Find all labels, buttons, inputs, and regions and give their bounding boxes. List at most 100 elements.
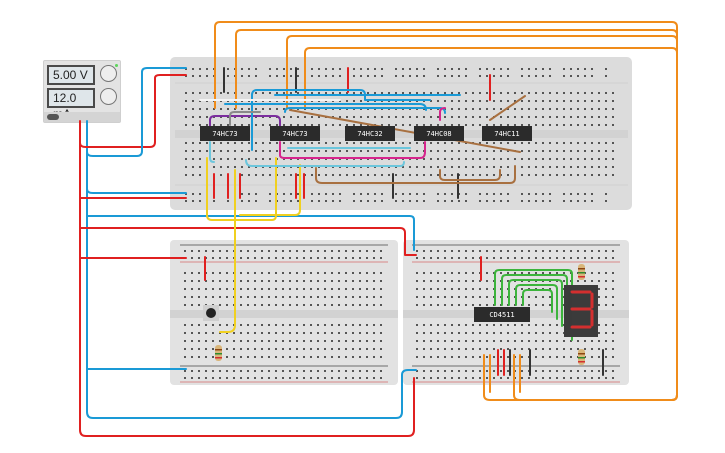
breadboard-hole[interactable]: [269, 150, 271, 152]
breadboard-hole[interactable]: [296, 377, 298, 379]
breadboard-hole[interactable]: [353, 68, 355, 70]
breadboard-hole[interactable]: [290, 116, 292, 118]
breadboard-hole[interactable]: [303, 324, 305, 326]
breadboard-hole[interactable]: [282, 356, 284, 358]
breadboard-hole[interactable]: [549, 332, 551, 334]
breadboard-hole[interactable]: [486, 288, 488, 290]
breadboard-hole[interactable]: [472, 174, 474, 176]
breadboard-hole[interactable]: [451, 92, 453, 94]
breadboard-hole[interactable]: [458, 304, 460, 306]
breadboard-hole[interactable]: [227, 108, 229, 110]
breadboard-hole[interactable]: [493, 108, 495, 110]
breadboard-hole[interactable]: [437, 324, 439, 326]
breadboard-hole[interactable]: [423, 75, 425, 77]
breadboard-hole[interactable]: [612, 174, 614, 176]
breadboard-hole[interactable]: [507, 142, 509, 144]
breadboard-hole[interactable]: [261, 340, 263, 342]
breadboard-hole[interactable]: [444, 174, 446, 176]
breadboard-hole[interactable]: [444, 124, 446, 126]
breadboard-hole[interactable]: [521, 150, 523, 152]
breadboard-hole[interactable]: [185, 124, 187, 126]
breadboard-hole[interactable]: [612, 332, 614, 334]
breadboard-hole[interactable]: [373, 377, 375, 379]
breadboard-hole[interactable]: [275, 356, 277, 358]
breadboard-hole[interactable]: [570, 257, 572, 259]
breadboard-hole[interactable]: [198, 377, 200, 379]
breadboard-hole[interactable]: [465, 150, 467, 152]
breadboard-hole[interactable]: [310, 304, 312, 306]
breadboard-hole[interactable]: [324, 356, 326, 358]
breadboard-hole[interactable]: [206, 124, 208, 126]
breadboard-hole[interactable]: [416, 288, 418, 290]
breadboard-hole[interactable]: [556, 174, 558, 176]
breadboard-hole[interactable]: [374, 75, 376, 77]
breadboard-hole[interactable]: [234, 150, 236, 152]
breadboard-hole[interactable]: [584, 150, 586, 152]
breadboard-hole[interactable]: [226, 370, 228, 372]
breadboard-hole[interactable]: [269, 108, 271, 110]
breadboard-hole[interactable]: [472, 250, 474, 252]
breadboard-hole[interactable]: [493, 324, 495, 326]
breadboard-hole[interactable]: [338, 288, 340, 290]
breadboard-hole[interactable]: [283, 174, 285, 176]
breadboard-hole[interactable]: [542, 332, 544, 334]
breadboard-hole[interactable]: [359, 250, 361, 252]
breadboard-hole[interactable]: [331, 332, 333, 334]
breadboard-hole[interactable]: [542, 108, 544, 110]
breadboard-hole[interactable]: [331, 356, 333, 358]
breadboard-hole[interactable]: [479, 100, 481, 102]
breadboard-hole[interactable]: [359, 332, 361, 334]
breadboard-hole[interactable]: [184, 340, 186, 342]
breadboard-hole[interactable]: [317, 348, 319, 350]
breadboard-hole[interactable]: [577, 193, 579, 195]
breadboard-hole[interactable]: [219, 296, 221, 298]
breadboard-hole[interactable]: [535, 370, 537, 372]
breadboard-hole[interactable]: [451, 296, 453, 298]
breadboard-hole[interactable]: [240, 250, 242, 252]
breadboard-hole[interactable]: [219, 370, 221, 372]
breadboard-hole[interactable]: [598, 142, 600, 144]
breadboard-hole[interactable]: [451, 340, 453, 342]
breadboard-hole[interactable]: [528, 124, 530, 126]
blue-wire[interactable]: [251, 89, 431, 151]
breadboard-hole[interactable]: [486, 108, 488, 110]
breadboard-hole[interactable]: [465, 108, 467, 110]
breadboard-hole[interactable]: [261, 304, 263, 306]
breadboard-hole[interactable]: [500, 356, 502, 358]
breadboard-hole[interactable]: [451, 272, 453, 274]
breadboard-hole[interactable]: [528, 75, 530, 77]
breadboard-hole[interactable]: [275, 324, 277, 326]
breadboard-hole[interactable]: [451, 75, 453, 77]
breadboard-hole[interactable]: [255, 150, 257, 152]
breadboard-hole[interactable]: [317, 272, 319, 274]
breadboard-hole[interactable]: [261, 288, 263, 290]
breadboard-hole[interactable]: [514, 257, 516, 259]
breadboard-hole[interactable]: [500, 108, 502, 110]
breadboard-hole[interactable]: [226, 356, 228, 358]
breadboard-hole[interactable]: [458, 100, 460, 102]
breadboard-hole[interactable]: [268, 272, 270, 274]
breadboard-hole[interactable]: [338, 280, 340, 282]
breadboard-hole[interactable]: [311, 75, 313, 77]
breadboard-hole[interactable]: [241, 200, 243, 202]
breadboard-hole[interactable]: [507, 158, 509, 160]
breadboard-hole[interactable]: [577, 200, 579, 202]
breadboard-hole[interactable]: [325, 124, 327, 126]
breadboard-hole[interactable]: [570, 200, 572, 202]
breadboard-hole[interactable]: [191, 356, 193, 358]
breadboard-hole[interactable]: [374, 116, 376, 118]
breadboard-hole[interactable]: [303, 250, 305, 252]
breadboard-hole[interactable]: [584, 166, 586, 168]
breadboard-hole[interactable]: [451, 332, 453, 334]
breadboard-hole[interactable]: [472, 348, 474, 350]
breadboard-hole[interactable]: [268, 296, 270, 298]
breadboard-hole[interactable]: [212, 250, 214, 252]
breadboard-hole[interactable]: [479, 304, 481, 306]
breadboard-hole[interactable]: [192, 193, 194, 195]
breadboard-hole[interactable]: [409, 150, 411, 152]
breadboard-hole[interactable]: [332, 200, 334, 202]
breadboard-hole[interactable]: [219, 257, 221, 259]
breadboard-hole[interactable]: [465, 124, 467, 126]
breadboard-hole[interactable]: [268, 332, 270, 334]
resistor[interactable]: [578, 349, 585, 365]
